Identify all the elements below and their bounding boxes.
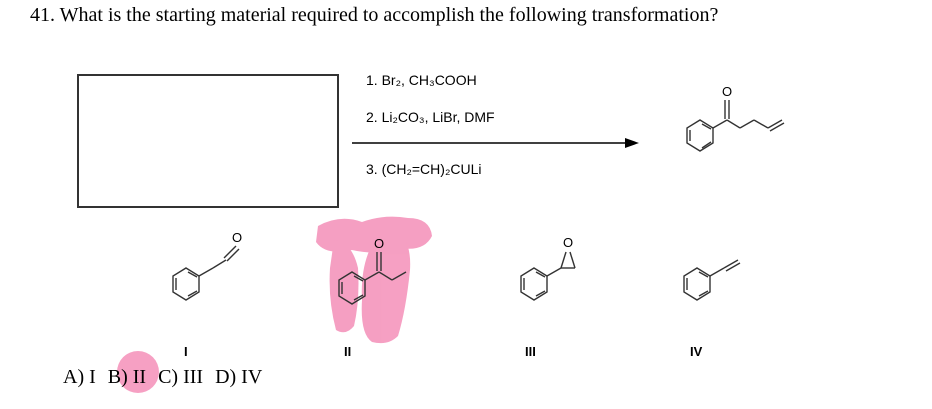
starting-material-box xyxy=(77,74,339,208)
answer-b[interactable]: B) II xyxy=(107,366,147,388)
option-i-oxygen: O xyxy=(232,230,242,245)
reagent-step-2: 2. Li₂CO₃, LiBr, DMF xyxy=(366,109,495,125)
product-molecule xyxy=(686,100,785,152)
answer-c[interactable]: C) III xyxy=(158,366,204,388)
highlight-stroke-down xyxy=(361,230,411,344)
option-ii-molecule xyxy=(338,252,407,305)
product-oxygen: O xyxy=(722,84,732,99)
reagent-step-1: 1. Br₂, CH₃COOH xyxy=(366,72,477,88)
option-i-label: I xyxy=(184,344,188,359)
answer-a[interactable]: A) I xyxy=(63,366,96,388)
option-ii-label: II xyxy=(344,344,351,359)
answer-d[interactable]: D) IV xyxy=(215,366,263,388)
question-text: 41. What is the starting material requir… xyxy=(30,4,719,26)
highlight-marks xyxy=(117,216,432,393)
reagent-step-3: 3. (CH₂=CH)₂CULi xyxy=(366,161,482,177)
reaction-arrow xyxy=(352,138,639,148)
highlight-stroke-left xyxy=(329,240,359,333)
option-iv-molecule xyxy=(683,259,741,301)
option-iii-molecule xyxy=(520,251,576,301)
option-iv-label: IV xyxy=(690,344,703,359)
option-i-molecule xyxy=(172,245,240,301)
option-ii-oxygen: O xyxy=(374,236,384,251)
option-iii-oxygen: O xyxy=(563,235,573,250)
option-iii-label: III xyxy=(525,344,536,359)
answer-choices: A) I B) II C) III D) IV xyxy=(63,366,262,389)
highlight-answer-circle xyxy=(117,351,159,393)
